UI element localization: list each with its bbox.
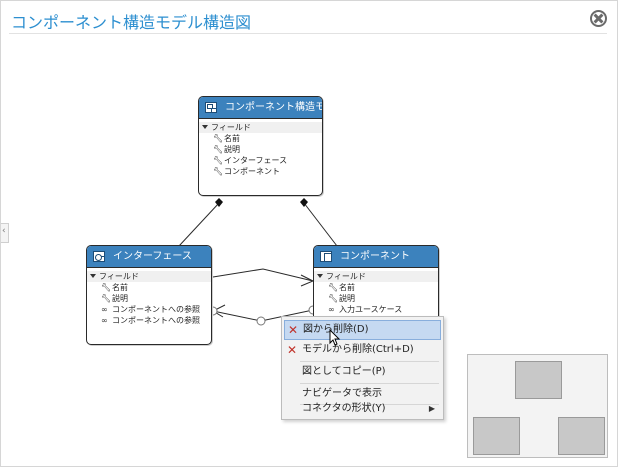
menu-separator: [300, 361, 439, 362]
fields-group-label: フィールド: [326, 272, 366, 281]
menu-item-label: モデルから削除(Ctrl+D): [302, 344, 414, 355]
field-row[interactable]: 🔧︎説明: [87, 293, 211, 304]
connector-model-component[interactable]: [303, 202, 338, 247]
arrowhead-to-component: [300, 274, 315, 287]
model-icon: [205, 102, 217, 113]
composition-diamond-right: [300, 198, 308, 207]
wrench-icon: 🔧︎: [213, 167, 224, 176]
menu-item-label: ナビゲータで表示: [302, 388, 382, 399]
field-label: 説明: [112, 294, 128, 303]
connector-model-interface[interactable]: [178, 202, 220, 247]
field-row[interactable]: 🔧︎名前: [314, 282, 438, 293]
menu-separator: [300, 404, 439, 405]
fields-group-label: フィールド: [99, 272, 139, 281]
expand-triangle-icon[interactable]: [317, 274, 323, 278]
interface-node-title: インターフェース: [113, 251, 192, 262]
field-row[interactable]: 🔧︎コンポーネント: [199, 166, 322, 177]
expand-triangle-icon[interactable]: [90, 274, 96, 278]
wrench-icon: 🔧︎: [328, 283, 339, 292]
panel-collapse-handle[interactable]: ‹: [1, 223, 9, 243]
menu-item-show-in-navigator[interactable]: ナビゲータで表示: [284, 384, 441, 404]
field-label: 入力ユースケース: [339, 305, 403, 314]
field-label: 説明: [339, 294, 355, 303]
link-icon: ∞: [101, 305, 108, 314]
menu-item-remove-from-model[interactable]: ✕ モデルから削除(Ctrl+D): [284, 340, 441, 360]
window-title: コンポーネント構造モデル構造図: [11, 13, 252, 32]
component-node-title: コンポーネント: [340, 251, 410, 262]
context-menu: ✕ 図から削除(D) ✕ モデルから削除(Ctrl+D) 図としてコピー(P) …: [281, 316, 444, 420]
menu-item-label: 図から削除(D): [303, 324, 369, 335]
field-label: コンポーネント: [224, 167, 280, 176]
composition-diamond-left: [215, 198, 223, 207]
model-node[interactable]: コンポーネント構造モデル フィールド 🔧︎名前 🔧︎説明 🔧︎インターフェース …: [198, 96, 323, 196]
field-label: 名前: [224, 134, 240, 143]
mouse-pointer-icon: [329, 329, 341, 346]
wrench-icon: 🔧︎: [213, 156, 224, 165]
field-label: インターフェース: [224, 156, 288, 165]
minimap-interface-node: [473, 417, 520, 455]
field-row[interactable]: 🔧︎説明: [314, 293, 438, 304]
navigator-minimap[interactable]: [467, 354, 608, 458]
menu-item-connector-shape[interactable]: コネクタの形状(Y) ▶: [284, 399, 441, 419]
menu-item-remove-from-diagram[interactable]: ✕ 図から削除(D): [284, 320, 441, 340]
model-node-header[interactable]: コンポーネント構造モデル: [199, 97, 322, 119]
menu-item-label: 図としてコピー(P): [302, 366, 386, 377]
interface-icon: [93, 251, 105, 262]
component-icon: [320, 251, 332, 262]
field-row[interactable]: 🔧︎名前: [199, 133, 322, 144]
field-row[interactable]: 🔧︎説明: [199, 144, 322, 155]
link-icon: ∞: [328, 305, 335, 314]
chevron-left-icon: ‹: [2, 226, 6, 236]
interface-node-header[interactable]: インターフェース: [87, 246, 211, 268]
minimap-model-node: [515, 361, 562, 399]
field-label: 名前: [339, 283, 355, 292]
field-label: コンポーネントへの参照: [112, 305, 200, 314]
wrench-icon: 🔧︎: [101, 283, 112, 292]
title-divider: [9, 33, 607, 34]
component-node-header[interactable]: コンポーネント: [314, 246, 438, 268]
field-row[interactable]: 🔧︎名前: [87, 282, 211, 293]
interface-node[interactable]: インターフェース フィールド 🔧︎名前 🔧︎説明 ∞ コンポーネントへの参照 ∞ コ…: [86, 245, 212, 345]
close-icon[interactable]: [590, 10, 607, 27]
connector-bend-handle[interactable]: [256, 316, 266, 326]
field-row[interactable]: ∞ コンポーネントへの参照: [87, 315, 211, 326]
wrench-icon: 🔧︎: [213, 134, 224, 143]
minimap-component-node: [558, 417, 605, 455]
field-row[interactable]: ∞ コンポーネントへの参照: [87, 304, 211, 315]
menu-item-label: コネクタの形状(Y): [302, 403, 386, 414]
component-node[interactable]: コンポーネント フィールド 🔧︎名前 🔧︎説明 ∞ 入力ユースケース: [313, 245, 439, 321]
field-label: コンポーネントへの参照: [112, 316, 200, 325]
wrench-icon: 🔧︎: [328, 294, 339, 303]
fields-group-label: フィールド: [211, 123, 251, 132]
fields-group[interactable]: フィールド: [199, 122, 322, 133]
menu-separator: [300, 383, 439, 384]
field-row[interactable]: ∞ 入力ユースケース: [314, 304, 438, 315]
submenu-arrow-icon: ▶: [428, 404, 435, 413]
link-icon: ∞: [101, 316, 108, 325]
model-node-title: コンポーネント構造モデル: [225, 102, 322, 113]
x-icon: ✕: [287, 343, 298, 357]
fields-group[interactable]: フィールド: [314, 271, 438, 282]
expand-triangle-icon[interactable]: [202, 125, 208, 129]
menu-item-copy-as-image[interactable]: 図としてコピー(P): [284, 362, 441, 382]
field-row[interactable]: 🔧︎インターフェース: [199, 155, 322, 166]
x-icon: ✕: [288, 323, 299, 337]
fields-group[interactable]: フィールド: [87, 271, 211, 282]
wrench-icon: 🔧︎: [101, 294, 112, 303]
field-label: 名前: [112, 283, 128, 292]
wrench-icon: 🔧︎: [213, 145, 224, 154]
field-label: 説明: [224, 145, 240, 154]
connector-interface-component[interactable]: [212, 268, 314, 282]
